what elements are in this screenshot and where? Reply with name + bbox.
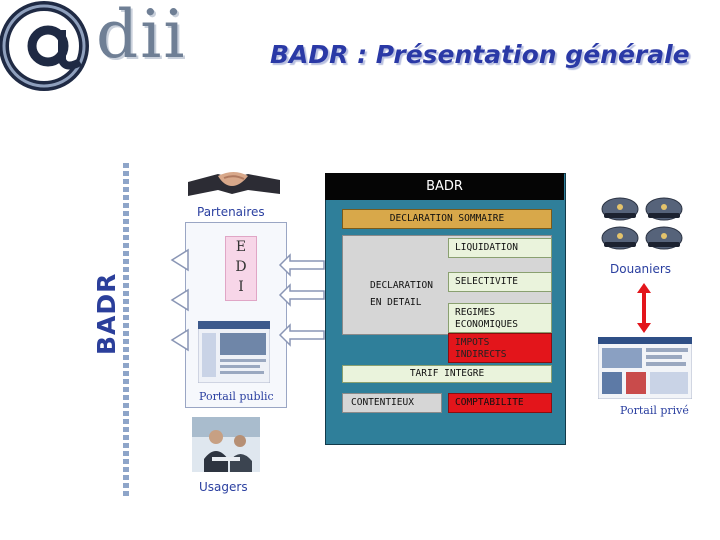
edi-letter: E [235,239,247,255]
tarif-integre-block: TARIF INTEGRE [342,365,552,383]
impots-indirects-block: IMPOTS INDIRECTS [448,333,552,363]
regimes-line: ECONOMIQUES [455,319,518,330]
regimes-economiques-block: REGIMES ECONOMIQUES [448,303,552,333]
portal-prive-screenshot [598,337,692,399]
selectivite-block: SELECTIVITE [448,272,552,292]
double-arrow-icon [637,283,651,333]
partenaires-label: Partenaires [197,205,265,219]
customs-caps-icon [601,197,683,250]
portail-public-label: Portail public [199,390,274,403]
left-arrows-icon [170,248,189,352]
comptabilite-block: COMPTABILITE [448,393,552,413]
handshake-image [188,160,280,200]
impots-line: IMPOTS [455,337,490,348]
declaration-sommaire-block: DECLARATION SOMMAIRE [342,209,552,229]
usagers-label: Usagers [199,480,248,494]
edi-letter: D [235,259,247,275]
impots-line: INDIRECTS [455,349,507,360]
adii-at-logo-icon [0,1,89,91]
edi-box: E D I [225,236,257,301]
dashed-divider [123,163,129,499]
edi-letter: I [238,279,244,295]
liquidation-block: LIQUIDATION [448,238,552,258]
regimes-line: REGIMES [455,307,496,318]
contentieux-block: CONTENTIEUX [342,393,442,413]
declaration-label: DECLARATION [370,280,433,291]
side-label: BADR [92,272,121,355]
page-title: BADR : Présentation générale [270,40,690,69]
portail-prive-label: Portail privé [620,404,689,417]
connector-arrows-icon [278,253,325,347]
portal-public-screenshot [198,321,270,383]
logo-text: dii [96,0,187,73]
douaniers-label: Douaniers [610,262,672,276]
badr-panel-title: BADR [325,173,564,200]
usagers-photo [192,417,260,472]
en-detail-label: EN DETAIL [370,297,422,308]
